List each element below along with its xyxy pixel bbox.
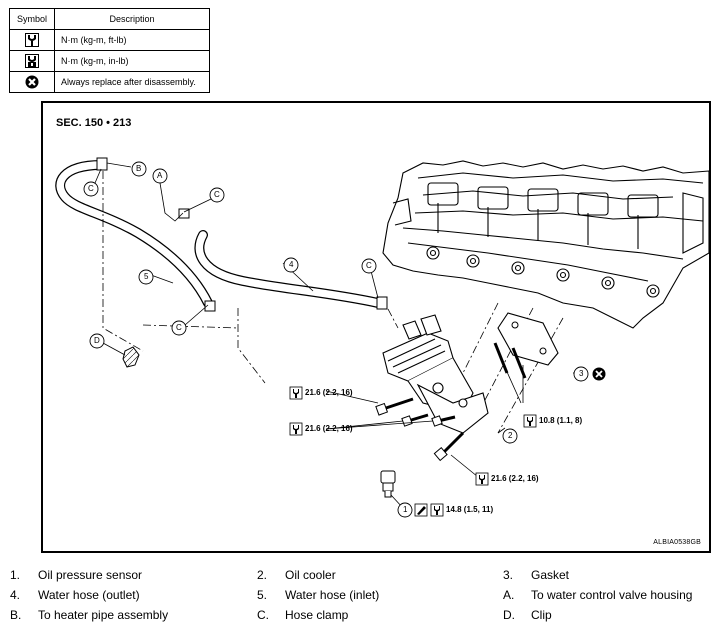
part-name: Oil cooler [285,568,336,582]
callout-C-top [83,181,99,197]
torque-spec-2: 21.6 (2.2, 16) [305,424,353,433]
part-number: B. [10,608,22,622]
callout-C-lower [171,320,187,336]
oil-pressure-sensor [380,470,396,498]
part-number: 3. [503,568,514,582]
torque-spec-3: 10.8 (1.1, 8) [539,416,583,425]
always-replace-icon [592,367,606,381]
torque-spec-5: 14.8 (1.5, 11) [446,505,494,514]
oil-cooler-exploded-view [55,157,709,518]
part-number: A. [503,588,515,602]
hose-clamp-top [96,157,108,171]
clip [122,346,140,368]
callout-4-label: 4 [289,260,294,269]
cylinder-block [382,160,709,329]
part-name: To heater pipe assembly [38,608,169,622]
callout-A [152,168,168,184]
exploded-diagram-frame: SEC. 150 • 213 [41,101,711,553]
part-name: Oil pressure sensor [38,568,143,582]
part-name: Water hose (outlet) [38,588,140,602]
part-number: D. [503,608,515,622]
callout-C-upper [209,187,225,203]
callout-B [131,161,147,177]
callout-3 [573,366,589,382]
part-name: To water control valve housing [531,588,693,602]
callout-C-upper-label: C [214,190,220,199]
callout-5-label: 5 [144,272,149,281]
legend-row-3-description: Always replace after disassembly. [54,71,210,93]
component-row-3: B. To heater pipe assembly C. Hose clamp… [0,608,717,628]
callout-1 [397,502,413,518]
torque-spec-1: 21.6 (2.2, 16) [305,388,353,397]
torque-spec-4: 21.6 (2.2, 16) [491,474,539,483]
oil-cooler [382,314,489,434]
callout-C-right-label: C [366,261,372,270]
hose-clamp-mid [178,208,190,219]
hose-clamp-lower [204,300,216,312]
hose-clamp-right [376,296,388,310]
callout-2 [502,428,518,444]
callout-C-top-label: C [88,184,94,193]
part-name: Water hose (inlet) [285,588,380,602]
callout-D-label: D [94,336,100,345]
callout-A-label: A [157,171,163,180]
callout-4 [283,257,299,273]
callout-C-lower-label: C [176,323,182,332]
part-name: Hose clamp [285,608,349,622]
callout-1-label: 1 [403,505,408,514]
part-number: 2. [257,568,268,582]
part-name: Clip [531,608,552,622]
part-number: 1. [10,568,21,582]
part-number: 4. [10,588,21,602]
torque-wrench-in-lb-icon [25,54,39,68]
legend-header-description: Description [54,8,210,30]
legend-row-2-description: N·m (kg-m, in-lb) [54,50,210,72]
always-replace-icon [25,75,39,89]
figure-id: ALBIA0538GB [653,539,701,546]
component-row-2: 4. Water hose (outlet) 5. Water hose (in… [0,588,717,608]
part-number: C. [257,608,269,622]
torque-wrench-icons [289,386,537,517]
callout-D [89,333,105,349]
callout-3-label: 3 [579,369,584,378]
legend-row-1-description: N·m (kg-m, ft-lb) [54,29,210,51]
legend-header-symbol: Symbol [9,8,55,30]
part-number: 5. [257,588,268,602]
section-label: SEC. 150 • 213 [56,117,132,129]
callout-B-label: B [136,164,142,173]
callout-5 [138,269,154,285]
callout-2-label: 2 [508,431,513,440]
part-name: Gasket [531,568,570,582]
symbol-legend-table: Symbol Description N·m (kg-m, ft-lb) N·m… [9,8,210,93]
torque-wrench-ft-lb-icon [25,33,39,47]
component-row-1: 1. Oil pressure sensor 2. Oil cooler 3. … [0,568,717,588]
callout-C-right [361,258,377,274]
